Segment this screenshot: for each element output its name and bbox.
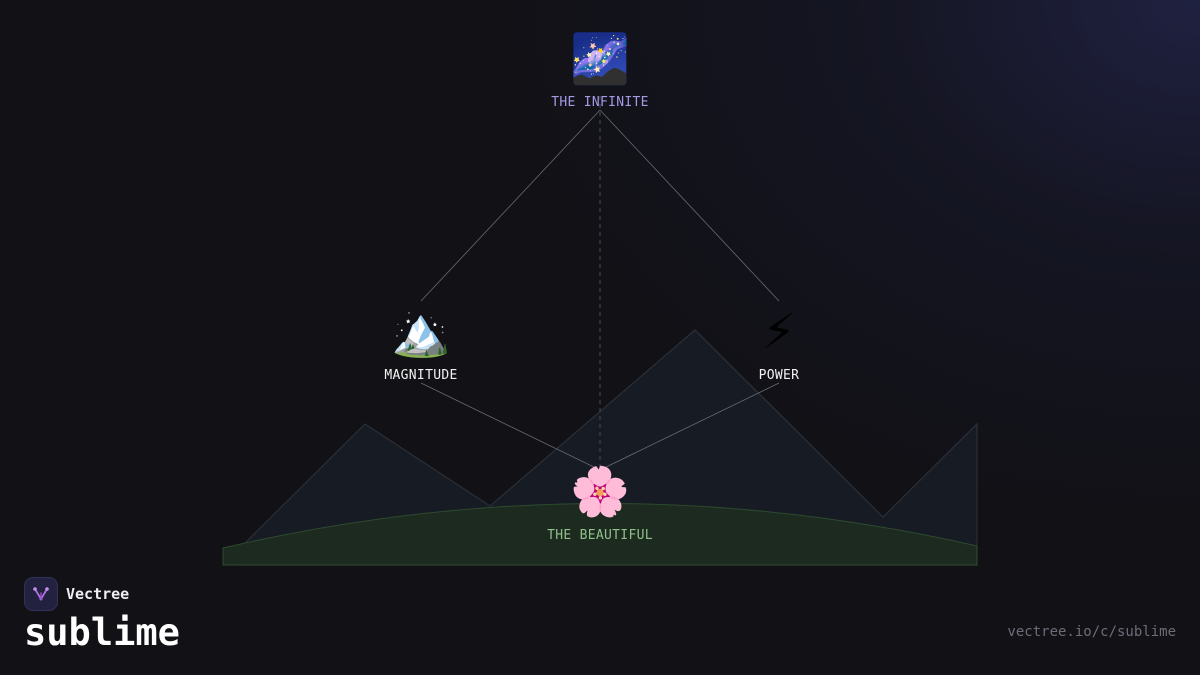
connector-infinite-magnitude [420,109,601,302]
node-label-magnitude: MAGNITUDE [384,368,458,383]
connector-magnitude-beautiful [420,382,601,471]
node-the-beautiful: 🌸 THE BEAUTIFUL [547,464,653,543]
node-magnitude: 🏔️ MAGNITUDE [384,304,457,383]
node-label-power: POWER [758,368,800,383]
brand-name: Vectree [66,585,130,603]
vectree-logo-icon [24,577,58,611]
lightning-bolt-icon: ⚡ [762,304,796,360]
brand[interactable]: Vectree [24,577,129,611]
node-label-the-beautiful: THE BEAUTIFUL [547,528,653,543]
cherry-blossom-icon: 🌸 [570,464,630,520]
node-the-infinite: 🌌 THE INFINITE [551,31,649,110]
page-url-link[interactable]: vectree.io/c/sublime [1007,624,1176,640]
milky-way-icon: 🌌 [570,31,630,87]
page-title: sublime [24,611,180,654]
node-power: ⚡ POWER [759,304,800,383]
connector-power-beautiful [599,382,780,471]
connector-infinite-power [599,109,780,302]
node-label-the-infinite: THE INFINITE [551,95,649,110]
snow-capped-mountain-icon: 🏔️ [391,304,451,360]
green-hill [222,503,978,566]
